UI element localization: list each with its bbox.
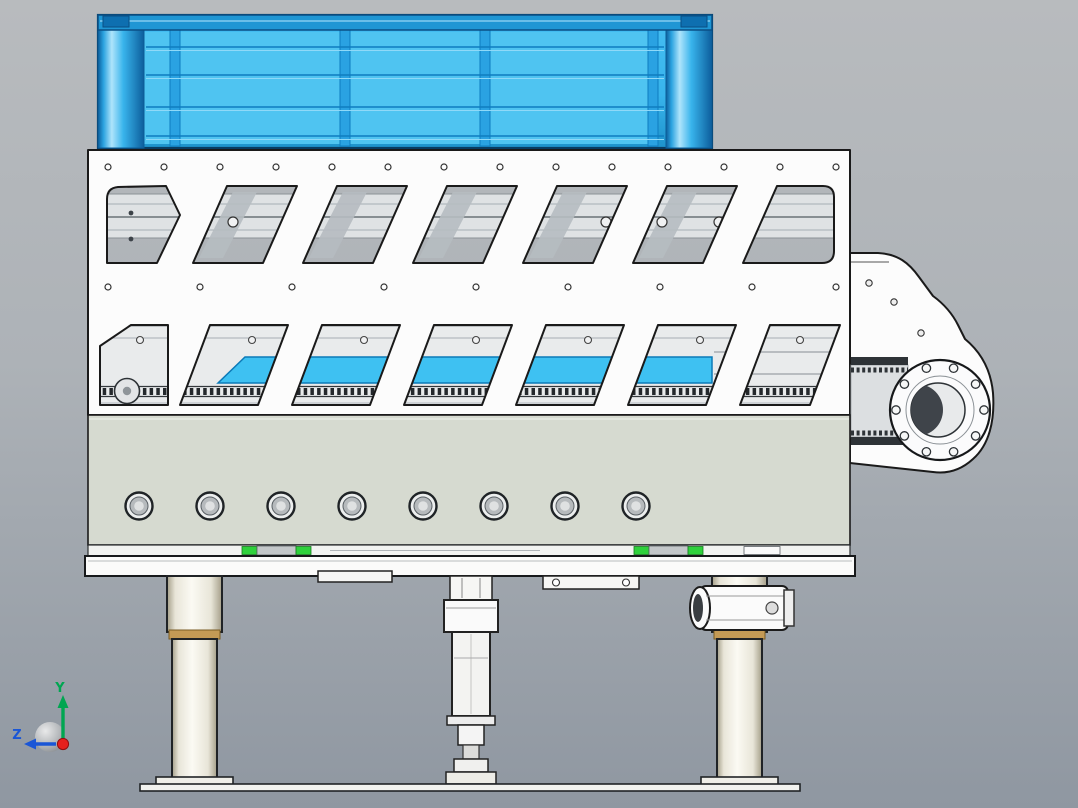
motor-shaft-end xyxy=(693,594,703,622)
crate-panels xyxy=(144,32,648,144)
clamp-knob[interactable] xyxy=(621,491,651,521)
plastic-crate[interactable] xyxy=(96,13,714,150)
crate-post-right xyxy=(665,29,713,149)
clamp-knob[interactable] xyxy=(124,491,154,521)
x-axis-dot xyxy=(56,737,70,751)
belt-pulley xyxy=(113,377,141,405)
clamp-knob[interactable] xyxy=(550,491,580,521)
sensor-block xyxy=(743,546,781,555)
axis-label-y: Y xyxy=(54,681,65,696)
clamp-knob[interactable] xyxy=(479,491,509,521)
arm-bolts xyxy=(865,279,925,337)
pneumatic-cylinder[interactable] xyxy=(443,575,499,785)
plate-screws-top-row xyxy=(104,163,840,171)
green-pad xyxy=(241,546,258,555)
clamp-knob[interactable] xyxy=(195,491,225,521)
clamp-knob[interactable] xyxy=(408,491,438,521)
guide-rails xyxy=(199,192,697,258)
axis-label-z: Z xyxy=(12,728,21,743)
plate-screws-middle-row xyxy=(104,283,840,291)
crate-post-left xyxy=(97,29,145,149)
leg-collar xyxy=(713,629,766,640)
under-table-rail xyxy=(317,570,393,583)
green-pad xyxy=(687,546,704,555)
lower-panel[interactable] xyxy=(87,414,851,546)
crate-grooves xyxy=(146,46,664,140)
left-leg[interactable] xyxy=(155,575,234,787)
robot-arm[interactable] xyxy=(849,252,995,474)
clamp-knob[interactable] xyxy=(266,491,296,521)
lower-screws xyxy=(135,335,805,345)
crate-rim xyxy=(97,14,713,31)
table-top[interactable] xyxy=(84,555,856,577)
flange-bolts xyxy=(891,363,989,457)
clamp-knob[interactable] xyxy=(337,491,367,521)
z-axis-arrow xyxy=(24,738,56,750)
green-pad xyxy=(633,546,650,555)
leg-collar xyxy=(168,629,221,640)
arm-flange xyxy=(888,358,992,462)
clamp-knobs xyxy=(124,491,651,521)
green-pad xyxy=(295,546,312,555)
conveyor-cyan-part xyxy=(216,356,713,384)
cylinder-foot xyxy=(445,771,497,785)
floor-plate xyxy=(139,783,801,792)
cylinder-mount-bracket xyxy=(542,575,640,590)
gearbox-motor[interactable] xyxy=(689,585,795,631)
y-axis-arrow xyxy=(57,695,69,744)
rail-carriage xyxy=(256,545,297,556)
orientation-triad[interactable]: Y Z xyxy=(12,681,70,752)
rail-carriage xyxy=(648,545,689,556)
base-strip xyxy=(87,544,851,557)
